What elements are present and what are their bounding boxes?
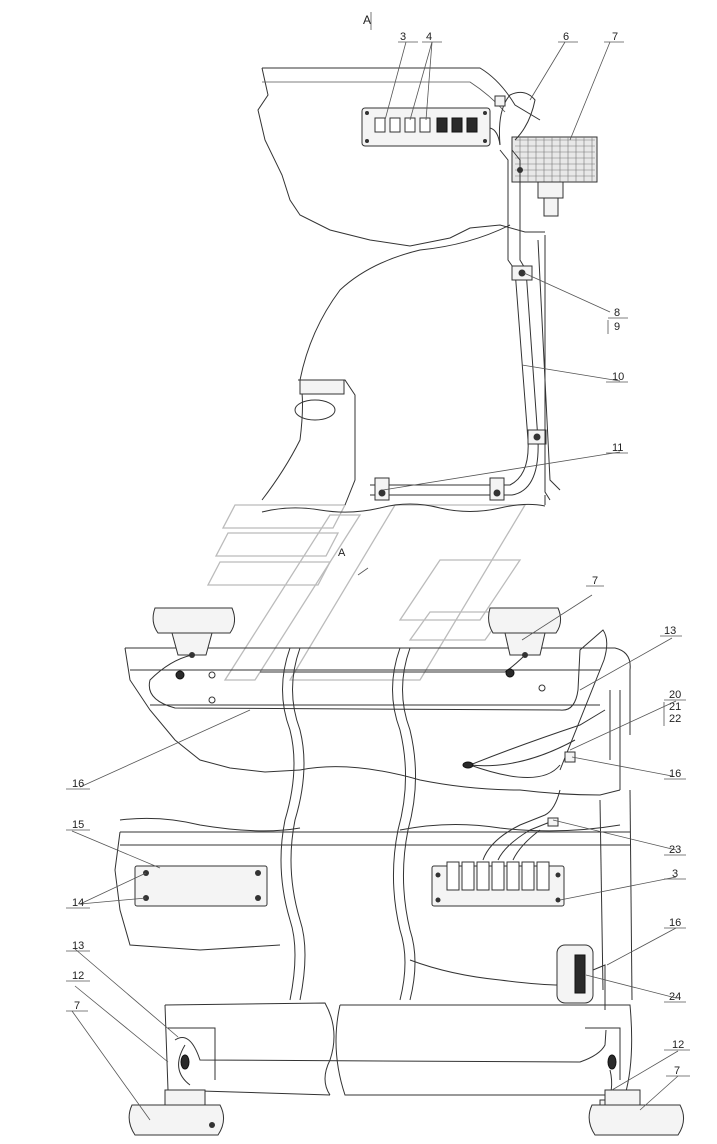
harness-16-front [148, 629, 608, 771]
work-lamp-right [488, 607, 562, 658]
callout-24: 24 [669, 991, 681, 1003]
callout-16-right: 16 [669, 768, 681, 780]
callout-12-right: 12 [672, 1039, 684, 1051]
callout-7-bottom-right: 7 [674, 1065, 680, 1077]
switch-panel-top [361, 107, 501, 147]
bottom-frame-outline [164, 1002, 633, 1096]
callout-7-bottom-left: 7 [74, 1000, 80, 1012]
callout-10: 10 [612, 371, 624, 383]
callout-15: 15 [72, 819, 84, 831]
callout-16-left: 16 [72, 778, 84, 790]
background-watermark [206, 504, 527, 681]
harness-bottom [174, 1029, 617, 1125]
callout-7-top: 7 [612, 31, 618, 43]
work-lamp-left [152, 607, 236, 658]
callout-labels: 3 4 6 7 8 9 10 11 7 13 20 21 22 16 16 15… [66, 31, 690, 1077]
break-lines [280, 647, 417, 1001]
callout-6: 6 [563, 31, 569, 43]
view-title: A [363, 13, 371, 27]
work-lamp-top [511, 136, 598, 217]
callout-4: 4 [426, 31, 432, 43]
harness-branches [462, 709, 606, 778]
cover-plate-15 [134, 865, 268, 907]
callout-13-bottom: 13 [72, 940, 84, 952]
callout-14: 14 [72, 897, 84, 909]
cab-interior-outline [261, 224, 551, 513]
callout-12-left: 12 [72, 970, 84, 982]
callout-22: 22 [669, 713, 681, 725]
callout-8: 8 [614, 307, 620, 319]
middle-body-outline [114, 766, 633, 1001]
work-lamp-bottom-right [588, 1089, 684, 1136]
callout-3-top: 3 [400, 31, 406, 43]
callout-leaders [71, 41, 679, 1121]
relay-unit-24 [556, 944, 606, 1010]
callout-9: 9 [614, 321, 620, 333]
callout-21: 21 [669, 701, 681, 713]
switch-panel-lower [431, 789, 565, 907]
callout-7-middle: 7 [592, 575, 598, 587]
callout-11: 11 [612, 442, 623, 454]
callout-16-lower: 16 [669, 917, 681, 929]
callout-3-lower: 3 [672, 868, 678, 880]
cab-roof-outline [257, 67, 545, 247]
callout-13-middle: 13 [664, 625, 676, 637]
callout-23: 23 [669, 844, 681, 856]
cab-pillar-conduit [370, 149, 561, 501]
callout-20: 20 [669, 689, 681, 701]
view-marker: A [338, 547, 346, 559]
front-roof-outline [124, 647, 631, 790]
work-lamp-bottom-left [128, 1089, 224, 1136]
cable-6 [499, 91, 536, 146]
